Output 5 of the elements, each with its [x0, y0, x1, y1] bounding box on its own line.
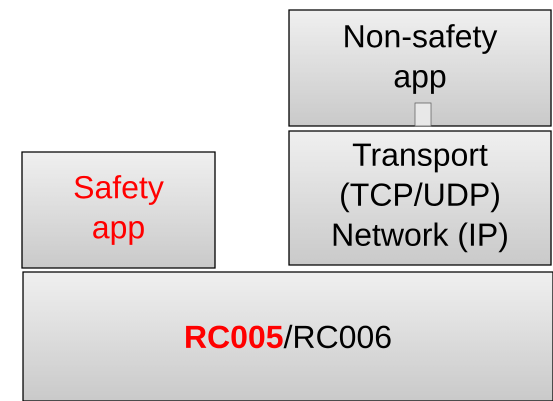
layer-box: Non-safety app	[288, 9, 552, 127]
layer-box: Transport (TCP/UDP) Network (IP)	[288, 130, 552, 266]
layer-box: RC005/RC006	[22, 271, 553, 401]
layer-box: Safety app	[21, 151, 216, 269]
placeholder-box	[414, 102, 432, 126]
